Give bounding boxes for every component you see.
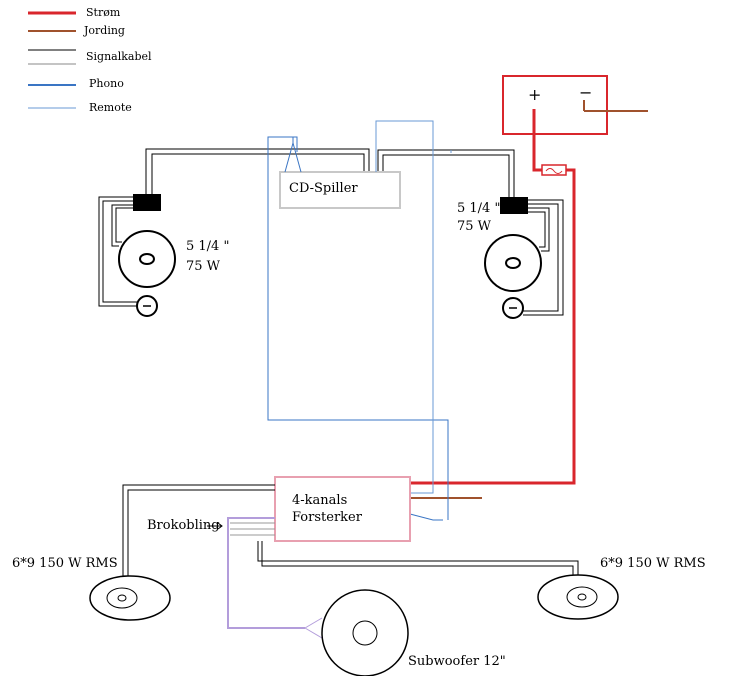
legend-power-label: Strøm [86,6,121,19]
fuse [541,164,567,176]
subwoofer: Subwoofer 12" [321,589,506,676]
legend-phono-label: Phono [89,77,124,90]
rear-right-speaker: 6*9 150 W RMS [537,556,706,620]
battery-plus: + [528,85,541,104]
front-right-power: 75 W [457,219,492,234]
rear-left-speaker: 6*9 150 W RMS [12,556,171,621]
front-left-speaker: 5 1/4 " 75 W [118,194,229,317]
amplifier-label-line1: 4-kanals [292,493,347,508]
rear-left-label: 6*9 150 W RMS [12,556,118,571]
cd-player-box [279,171,401,209]
rear-wiring [122,484,579,588]
legend-remote-label: Remote [89,101,132,114]
bridge-connection: Brokobling [147,517,323,639]
front-left-power: 75 W [186,259,221,274]
front-left-size: 5 1/4 " [186,239,229,254]
front-left-tweeter [133,194,161,211]
front-left-cone [118,230,176,288]
remote-wire [375,120,452,494]
power-wire [410,109,576,485]
rear-right-label: 6*9 150 W RMS [600,556,706,571]
legend: Strøm Jording Signalkabel Phono Remote [28,6,152,114]
front-left-wiring [98,148,370,307]
front-right-size: 5 1/4 " [457,201,500,216]
front-right-wiring [377,149,564,316]
battery: + − [502,75,648,135]
bridge-wires [227,517,323,639]
front-right-cone [484,234,542,292]
legend-ground-label: Jording [83,24,125,37]
legend-signal-label: Signalkabel [86,50,152,63]
front-right-speaker: 5 1/4 " 75 W [457,197,542,319]
subwoofer-label: Subwoofer 12" [408,654,506,669]
amplifier-box [274,476,411,542]
cd-player-label: CD-Spiller [289,181,358,196]
phono-cables [267,136,449,521]
bridge-label: Brokobling [147,518,220,533]
battery-minus: − [579,83,592,102]
cd-player: CD-Spiller [279,171,401,209]
battery-box [502,75,608,135]
amplifier-label-line2: Forsterker [292,510,363,525]
front-right-tweeter [500,197,528,214]
amplifier: 4-kanals Forsterker [274,476,411,542]
